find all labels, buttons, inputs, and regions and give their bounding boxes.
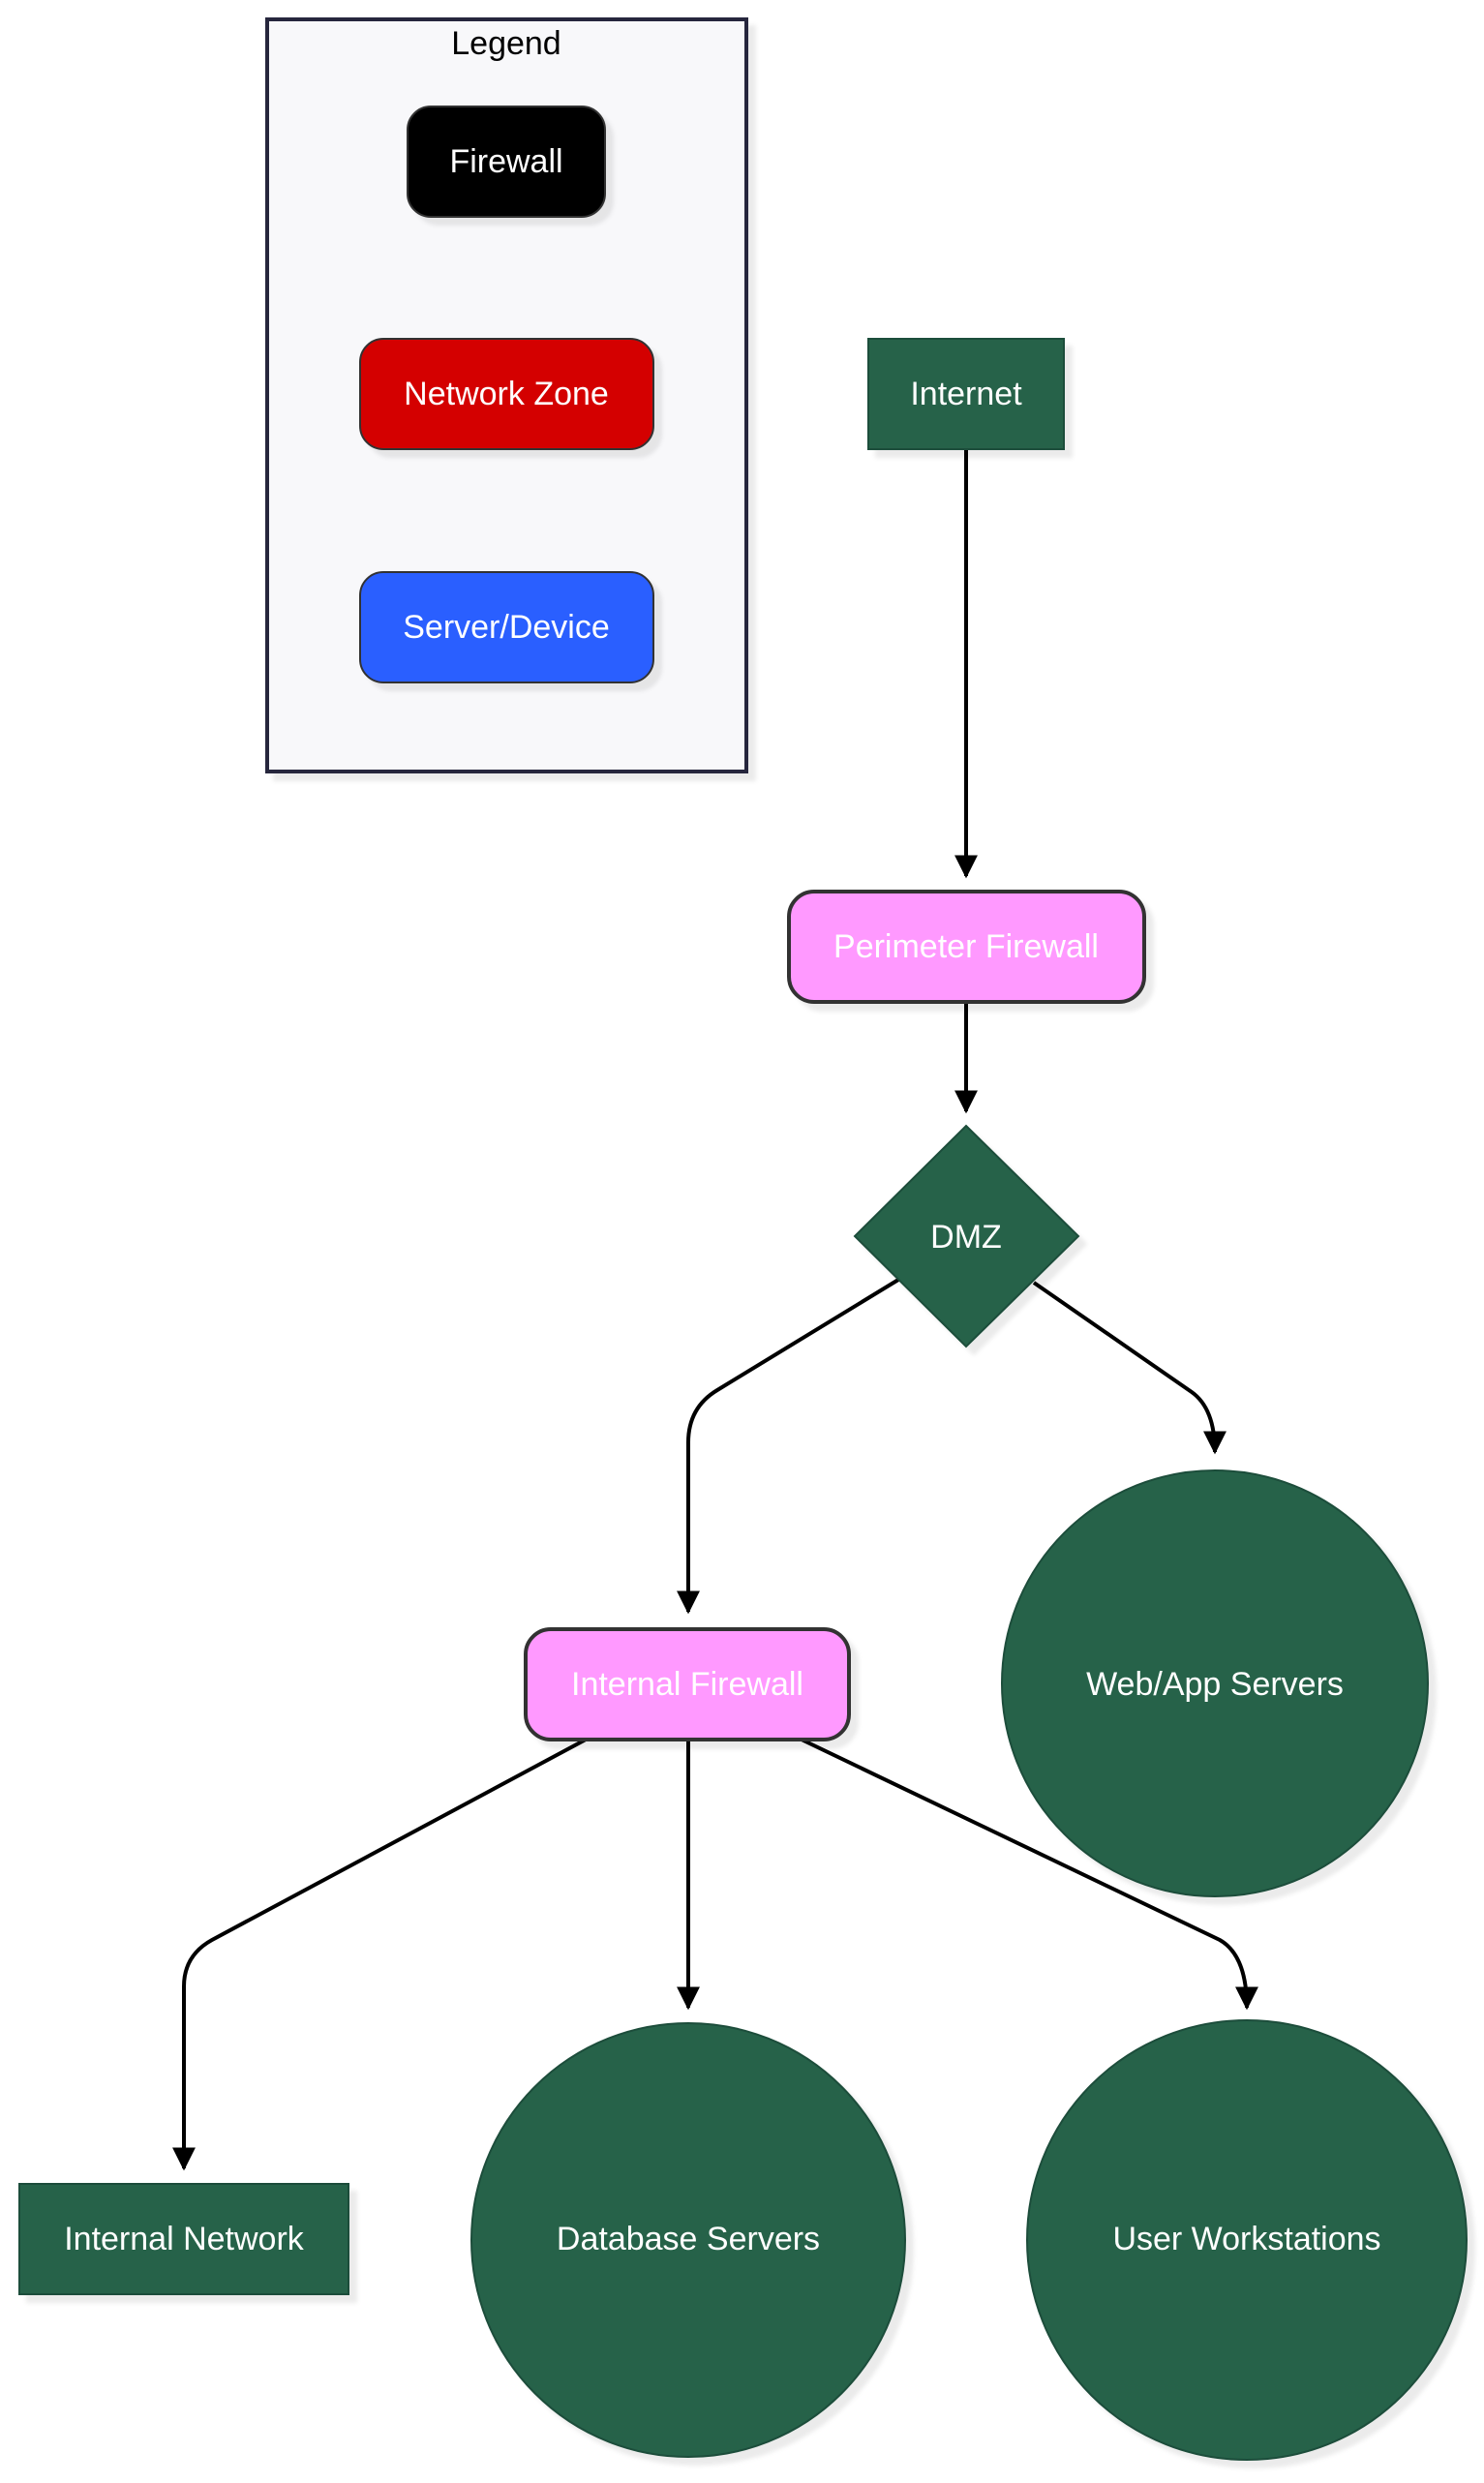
- node-perimeter-firewall[interactable]: Perimeter Firewall: [787, 890, 1146, 1004]
- edge-dmz-web-app-servers: [1032, 1281, 1227, 1455]
- node-label: User Workstations: [1112, 2221, 1380, 2257]
- node-dmz[interactable]: DMZ: [853, 1124, 1080, 1348]
- node-internal-network[interactable]: Internal Network: [18, 2183, 349, 2295]
- node-label: Internal Firewall: [571, 1666, 803, 1703]
- node-label: Database Servers: [557, 2221, 820, 2257]
- legend-item-server-device: Server/Device: [359, 571, 654, 683]
- node-database-servers[interactable]: Database Servers: [470, 2022, 906, 2458]
- node-internet[interactable]: Internet: [867, 338, 1065, 450]
- legend-item-label: Firewall: [449, 143, 562, 180]
- node-internal-firewall[interactable]: Internal Firewall: [524, 1627, 851, 1741]
- legend-item-network-zone: Network Zone: [359, 338, 654, 450]
- legend-item-label: Server/Device: [403, 609, 610, 646]
- legend-item-firewall: Firewall: [407, 106, 606, 218]
- nodes: Internet Perimeter Firewall DMZ Internal…: [18, 338, 1468, 2461]
- node-web-app-servers[interactable]: Web/App Servers: [1001, 1469, 1429, 1897]
- edges: [172, 449, 1258, 2171]
- node-user-workstations[interactable]: User Workstations: [1026, 2019, 1468, 2461]
- node-label: Web/App Servers: [1086, 1666, 1344, 1703]
- legend-item-label: Network Zone: [404, 376, 609, 412]
- edge-internal-firewall-internal-network: [172, 1738, 587, 2171]
- node-label: Perimeter Firewall: [833, 928, 1099, 965]
- node-label: Internal Network: [64, 2221, 305, 2257]
- node-label: Internet: [910, 376, 1022, 412]
- node-label: DMZ: [930, 1219, 1002, 1256]
- edge-dmz-internal-firewall: [677, 1278, 900, 1615]
- legend: Legend Firewall Network Zone Server/Devi…: [265, 17, 748, 773]
- edge-internal-firewall-user-workstations: [801, 1738, 1258, 2011]
- legend-title: Legend: [451, 25, 560, 62]
